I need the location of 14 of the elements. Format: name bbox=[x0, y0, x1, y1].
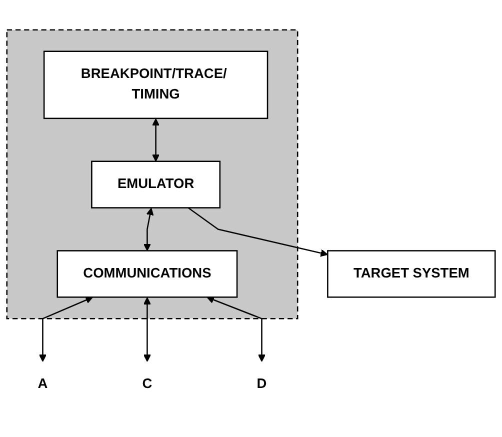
arrow bbox=[206, 296, 266, 362]
node-box: COMMUNICATIONS bbox=[56, 250, 238, 298]
node-text: D bbox=[256, 376, 267, 392]
arrow bbox=[188, 206, 328, 256]
node-box: EMULATOR bbox=[91, 160, 221, 208]
arrow bbox=[143, 296, 151, 362]
node-box: BREAKPOINT/TRACE/ TIMING bbox=[43, 50, 268, 119]
arrow bbox=[143, 207, 154, 251]
node-text: A bbox=[38, 376, 48, 392]
cluster bbox=[6, 28, 298, 319]
arrow bbox=[152, 118, 160, 162]
arrow bbox=[38, 296, 93, 362]
node-text: C bbox=[142, 376, 152, 392]
node-box: TARGET SYSTEM bbox=[327, 250, 496, 298]
